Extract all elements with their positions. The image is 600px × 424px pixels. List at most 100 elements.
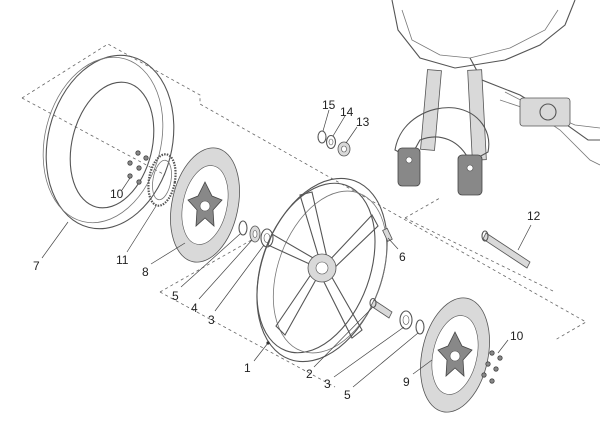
tone-wheel bbox=[147, 153, 177, 207]
fairing-inner bbox=[401, 9, 559, 59]
callout-3: 3 bbox=[324, 377, 331, 391]
disc-center bbox=[449, 350, 461, 362]
bolt bbox=[489, 378, 495, 384]
bolt bbox=[489, 350, 495, 356]
callout-15: 15 bbox=[322, 98, 336, 112]
wheel-rim bbox=[256, 177, 388, 363]
rim-flange bbox=[256, 182, 376, 354]
fairing-outline bbox=[391, 0, 576, 69]
leader-9 bbox=[412, 359, 433, 375]
bolt bbox=[481, 372, 487, 378]
left-caliper bbox=[397, 147, 421, 187]
small-parts-13-15 bbox=[317, 130, 351, 157]
spoke bbox=[267, 233, 321, 267]
callout-5: 5 bbox=[344, 388, 351, 402]
callout-11: 11 bbox=[116, 253, 129, 267]
bolt bbox=[485, 361, 491, 367]
spacer-tube-body bbox=[370, 299, 393, 319]
leader-5b bbox=[352, 332, 419, 388]
leader-15 bbox=[322, 109, 330, 132]
tone-wheel-inner bbox=[152, 159, 172, 201]
brake-disc-left bbox=[170, 147, 240, 263]
disc-center bbox=[199, 200, 211, 212]
bolt bbox=[136, 165, 142, 171]
tire-tread bbox=[42, 56, 164, 224]
callout-5: 5 bbox=[172, 289, 179, 303]
leader-13 bbox=[345, 126, 358, 144]
spoke bbox=[321, 273, 363, 339]
callout-6: 6 bbox=[399, 250, 406, 264]
radiator-block bbox=[519, 97, 571, 127]
guide-lower-left bbox=[159, 237, 256, 293]
tone-wheel-teeth bbox=[147, 153, 177, 207]
bearing-right bbox=[399, 310, 413, 330]
leader-11 bbox=[126, 205, 157, 253]
guide-upper-frame bbox=[21, 43, 587, 341]
front-axle bbox=[481, 230, 531, 269]
disc-bolts-right bbox=[481, 350, 503, 384]
leader-10b bbox=[497, 339, 509, 354]
callout-1: 1 bbox=[244, 361, 251, 375]
leader-4 bbox=[198, 239, 253, 300]
spacer-tube-end bbox=[369, 297, 377, 309]
leader-6 bbox=[387, 237, 399, 250]
washer-14 bbox=[325, 134, 337, 150]
seal-left bbox=[238, 220, 248, 236]
callout-12: 12 bbox=[527, 209, 541, 223]
nut-13-hole bbox=[341, 145, 347, 153]
callout-2: 2 bbox=[306, 367, 313, 381]
leader-12 bbox=[517, 224, 532, 251]
bolt bbox=[127, 173, 133, 179]
callout-labels: 7 10 11 8 5 4 3 1 2 3 5 6 9 10 12 13 14 … bbox=[33, 98, 541, 402]
washer-15 bbox=[317, 130, 327, 144]
seal-right bbox=[415, 319, 425, 335]
callout-9: 9 bbox=[403, 375, 410, 389]
rim-inner bbox=[272, 190, 388, 354]
leader-5a bbox=[180, 233, 241, 288]
disc-bolts-left bbox=[127, 150, 149, 185]
axle-shaft bbox=[482, 232, 531, 269]
callout-8: 8 bbox=[142, 265, 149, 279]
leader-lines bbox=[41, 109, 532, 388]
tire-inner bbox=[69, 81, 155, 209]
left-bearing-set bbox=[238, 220, 274, 248]
leader-10a bbox=[121, 177, 131, 191]
leader-2 bbox=[313, 307, 373, 368]
callout-13: 13 bbox=[356, 115, 370, 129]
caliper-bolt bbox=[405, 156, 413, 164]
leader-8 bbox=[150, 242, 186, 265]
washer-14-hole bbox=[328, 138, 334, 146]
radiator-cap bbox=[539, 103, 557, 121]
right-bearing-set bbox=[399, 310, 425, 335]
guide-axle-up bbox=[404, 197, 441, 219]
bolt bbox=[143, 155, 149, 161]
bearing-hole bbox=[402, 315, 410, 325]
spoke bbox=[275, 269, 319, 336]
bolt bbox=[493, 366, 499, 372]
leader-7 bbox=[41, 221, 69, 259]
tire-outer bbox=[45, 54, 175, 230]
leader-1 bbox=[253, 342, 269, 362]
fork-leg-right bbox=[467, 69, 487, 161]
brake-disc-right bbox=[420, 297, 490, 413]
spacer-tube bbox=[369, 297, 393, 319]
rim-spokes bbox=[267, 191, 379, 339]
leader-14 bbox=[332, 115, 346, 137]
valve-body bbox=[382, 227, 393, 242]
leader-3b bbox=[333, 326, 405, 378]
caliper-bolt bbox=[466, 164, 474, 172]
callout-14: 14 bbox=[340, 105, 354, 119]
tire bbox=[42, 54, 175, 230]
assembly-guide-lines bbox=[21, 43, 587, 388]
hub-bore bbox=[315, 261, 329, 275]
spoke bbox=[325, 214, 379, 273]
guide-axle-right bbox=[404, 217, 556, 293]
callout-4: 4 bbox=[191, 301, 198, 315]
callout-10: 10 bbox=[110, 187, 124, 201]
bolt bbox=[497, 355, 503, 361]
axle-head bbox=[481, 230, 489, 242]
callout-3: 3 bbox=[208, 313, 215, 327]
spacer-hole bbox=[252, 230, 258, 238]
